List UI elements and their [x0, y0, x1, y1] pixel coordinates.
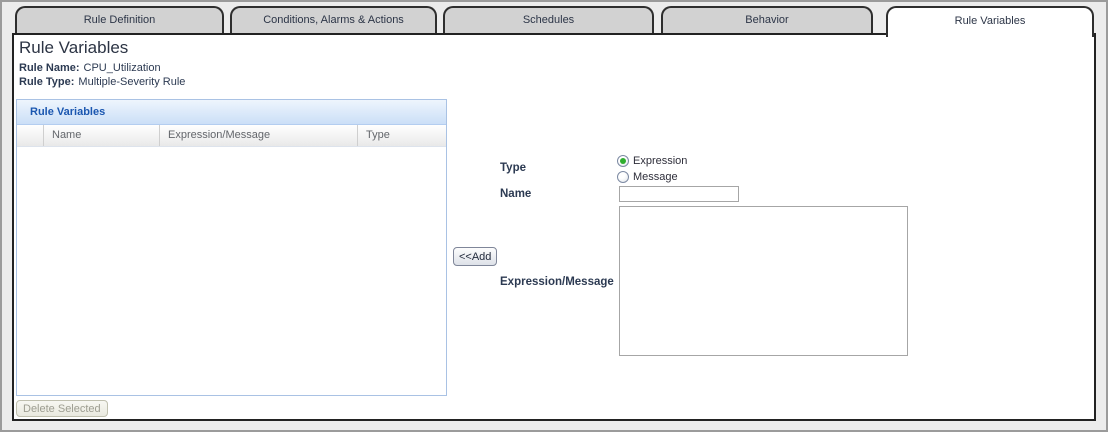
type-label: Type — [500, 162, 526, 174]
tab-rule-definition[interactable]: Rule Definition — [15, 6, 224, 33]
rule-name-row: Rule Name:CPU_Utilization — [19, 62, 161, 74]
column-header-name: Name — [44, 125, 160, 146]
column-header-type: Type — [366, 129, 390, 141]
delete-selected-button[interactable]: Delete Selected — [16, 400, 108, 417]
radio-message-icon[interactable] — [617, 171, 629, 183]
page-title: Rule Variables — [19, 38, 129, 57]
radio-option-expression[interactable]: Expression — [617, 153, 687, 169]
add-button[interactable]: <<Add — [453, 247, 498, 266]
radio-option-message[interactable]: Message — [617, 169, 687, 185]
radio-expression-label: Expression — [633, 155, 688, 167]
variables-table-body — [17, 147, 446, 395]
column-header-expression-message: Expression/Message — [160, 125, 358, 146]
expression-message-textarea[interactable] — [619, 206, 908, 356]
variables-table-header: Name Expression/Message Type — [17, 125, 446, 147]
column-header-selector — [17, 125, 44, 146]
tab-behavior[interactable]: Behavior — [661, 6, 873, 33]
name-input[interactable] — [619, 186, 739, 202]
radio-message-label: Message — [633, 171, 678, 183]
rule-name-value: CPU_Utilization — [83, 62, 161, 74]
radio-expression-icon[interactable] — [617, 155, 629, 167]
name-label: Name — [500, 188, 532, 200]
rule-type-row: Rule Type:Multiple-Severity Rule — [19, 76, 185, 88]
rule-type-label: Rule Type: — [19, 76, 75, 88]
tab-rule-variables[interactable]: Rule Variables — [886, 6, 1094, 37]
tab-conditions-alarms-actions[interactable]: Conditions, Alarms & Actions — [230, 6, 437, 33]
rule-variables-panel: Rule Variables Name Expression/Message T… — [16, 99, 447, 396]
rule-name-label: Rule Name: — [19, 62, 80, 74]
panel-title: Rule Variables — [17, 100, 446, 125]
type-radio-group: Expression Message — [617, 153, 687, 185]
expression-message-label: Expression/Message — [500, 276, 614, 288]
tab-schedules[interactable]: Schedules — [443, 6, 654, 33]
rule-type-value: Multiple-Severity Rule — [78, 76, 186, 88]
